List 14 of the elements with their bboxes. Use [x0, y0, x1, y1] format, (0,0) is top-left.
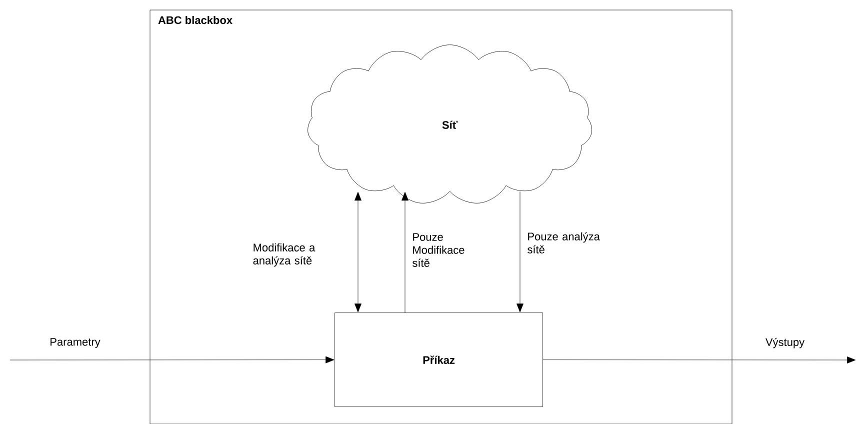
frame-title: ABC blackbox [158, 16, 232, 24]
arrow [402, 192, 408, 313]
edge-label: Pouze Modifikace sítě [412, 233, 464, 267]
blackbox-frame [150, 10, 732, 424]
edge-label: Pouze analýza sítě [528, 232, 600, 254]
arrow [516, 191, 524, 312]
edge-label: Výstupy [766, 338, 805, 348]
edge-label: Parametry [50, 338, 100, 348]
network-cloud: Síť [308, 44, 592, 204]
process-box: Příkaz [334, 312, 543, 407]
arrow [542, 356, 856, 364]
arrow [354, 192, 362, 312]
edge-label: Modifikace a analýza sítě [253, 243, 316, 267]
arrow [10, 356, 334, 364]
